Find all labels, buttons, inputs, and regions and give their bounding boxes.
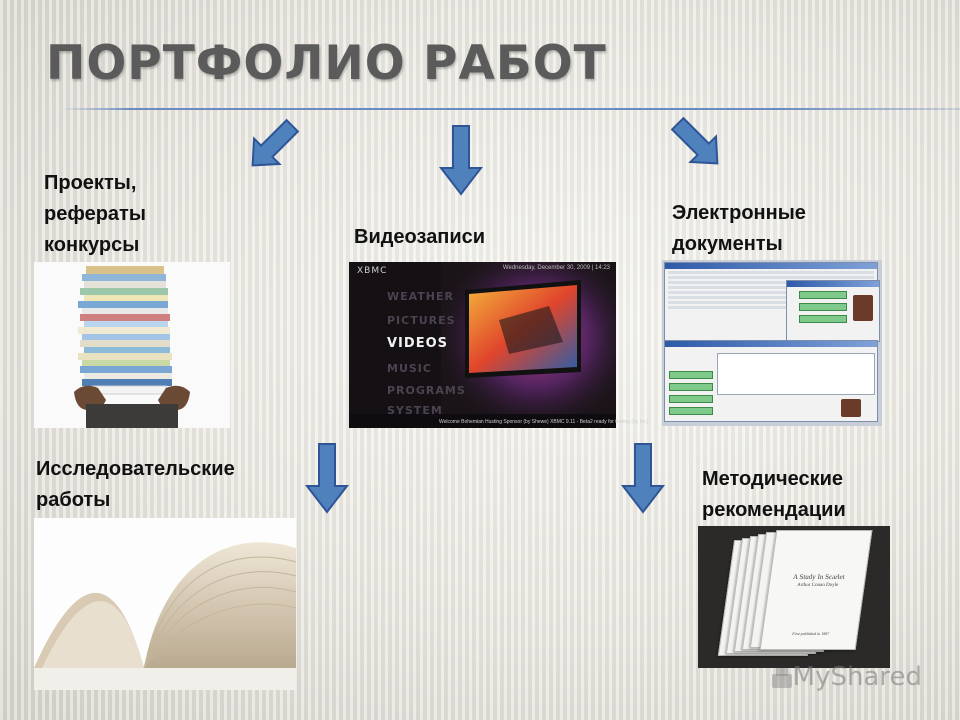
media-clock: Wednesday, December 30, 2009 | 14:23 [502,265,610,271]
manual-front-cover: A Study In Scarlet Arthur Conan Doyle Fi… [759,530,873,650]
label-methodical: Методические рекомендации [702,468,846,521]
image-electronic-documents [662,260,882,426]
media-menu-videos: VIDEOS [387,336,448,351]
media-brand: XBMC [357,266,388,276]
media-menu-system: SYSTEM [387,404,443,417]
arrow-icon-down-right [670,116,719,165]
manual-cover-title: A Study In Scarlet [792,573,846,581]
arrow-icon-down-lower-right [620,443,666,514]
media-menu-programs: PROGRAMS [387,384,466,397]
arrow-icon-down-lower-left [304,443,350,514]
label-projects: Проекты, рефераты конкурсы [44,172,146,256]
doc-window-middle [786,280,880,342]
myshared-logo-icon [772,668,792,688]
manual-cover-author: Arthur Conan Doyle [796,583,839,588]
image-methodical-manuals: A Study In Scarlet Arthur Conan Doyle Fi… [698,526,890,668]
watermark-text: MyShared [792,662,922,692]
media-menu-weather: WEATHER [387,290,455,303]
arrow-icon-down-left [251,118,300,167]
label-electronic-documents: Электронные документы [672,202,806,255]
doc-window-front [664,340,878,422]
image-folder-stack [34,262,230,428]
label-research: Исследовательские работы [36,458,235,511]
manual-cover-footer: First published in 1887 [792,631,830,636]
label-video: Видеозаписи [354,226,486,248]
media-ticker: Welcome Bohemian Husting Sponsor (by She… [439,419,649,425]
media-menu-pictures: PICTURES [387,314,456,327]
slide-title: ПОРТФОЛИО РАБОТ [46,36,607,91]
title-divider [60,108,960,110]
image-open-book [34,518,297,690]
media-menu-music: MUSIC [387,362,432,375]
arrow-icon-down-center [438,125,484,196]
image-media-center: XBMC Wednesday, December 30, 2009 | 14:2… [349,262,649,428]
